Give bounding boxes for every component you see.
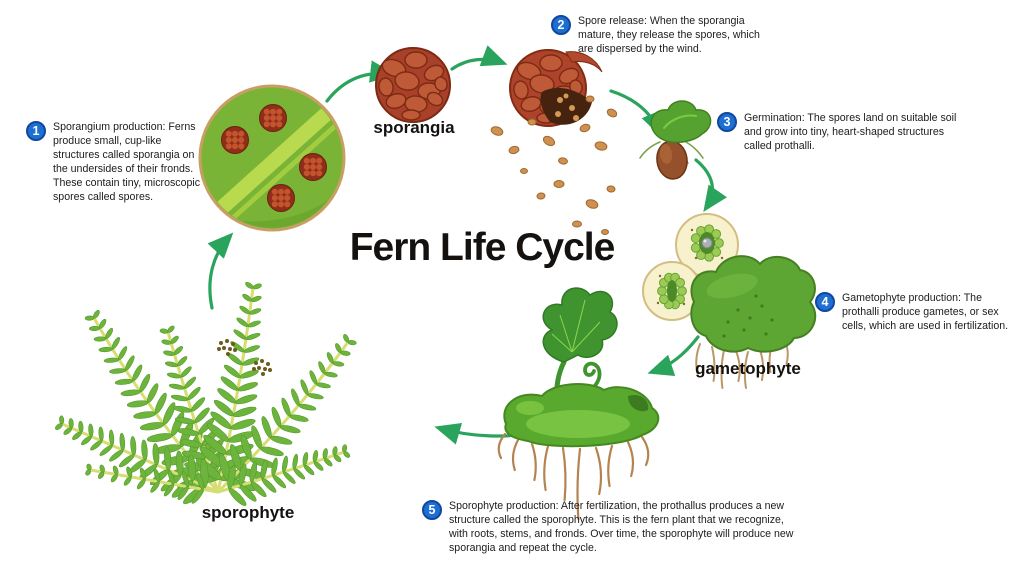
arrow-fern-to-closeup — [207, 232, 234, 310]
step-3-germination: 3 Germination: The spores land on suitab… — [717, 112, 962, 154]
arrow-germination-to-prothalli — [694, 158, 728, 212]
arrow-gametophyte-to-sporophyte — [647, 335, 700, 377]
opened-sporangium — [490, 49, 618, 235]
step-1-badge: 1 — [26, 121, 46, 141]
step-3-text: Germination: The spores land on suitable… — [744, 112, 957, 152]
step-4-text: Gametophyte production: The prothalli pr… — [842, 292, 1009, 332]
sporangia-ball — [375, 47, 451, 123]
step-4-gametophyte-production: 4 Gametophyte production: The prothalli … — [815, 292, 1014, 334]
step-5-sporophyte-production: 5 Sporophyte production: After fertiliza… — [422, 500, 797, 556]
gametophyte-figure — [690, 255, 817, 389]
fern-plant — [55, 281, 357, 507]
step-2-spore-release: 2 Spore release: When the sporangia matu… — [551, 15, 768, 57]
spore-scatter — [490, 95, 618, 235]
young-sporophyte — [497, 287, 660, 521]
step-4-badge: 4 — [815, 292, 835, 312]
page-title: Fern Life Cycle — [349, 226, 616, 269]
step-5-text: Sporophyte production: After fertilizati… — [449, 500, 794, 554]
sporangia-clusters-in-lens — [221, 104, 327, 212]
label-sporophyte: sporophyte — [201, 503, 295, 522]
step-1-text: Sporangium production: Ferns produce sma… — [53, 121, 200, 203]
prothalli-magnified — [642, 213, 758, 341]
arrow-sporangia-to-release — [450, 45, 508, 71]
sori-dots — [217, 339, 272, 376]
step-5-badge: 5 — [422, 500, 442, 520]
step-1-sporangium-production: 1 Sporangium production: Ferns produce s… — [26, 121, 205, 205]
step-2-text: Spore release: When the sporangia mature… — [578, 15, 760, 55]
step-2-badge: 2 — [551, 15, 571, 35]
germinating-spore — [639, 100, 712, 180]
label-sporangia: sporangia — [373, 118, 455, 137]
frond-underside-closeup — [198, 84, 346, 232]
step-3-badge: 3 — [717, 112, 737, 132]
label-gametophyte: gametophyte — [695, 359, 801, 378]
